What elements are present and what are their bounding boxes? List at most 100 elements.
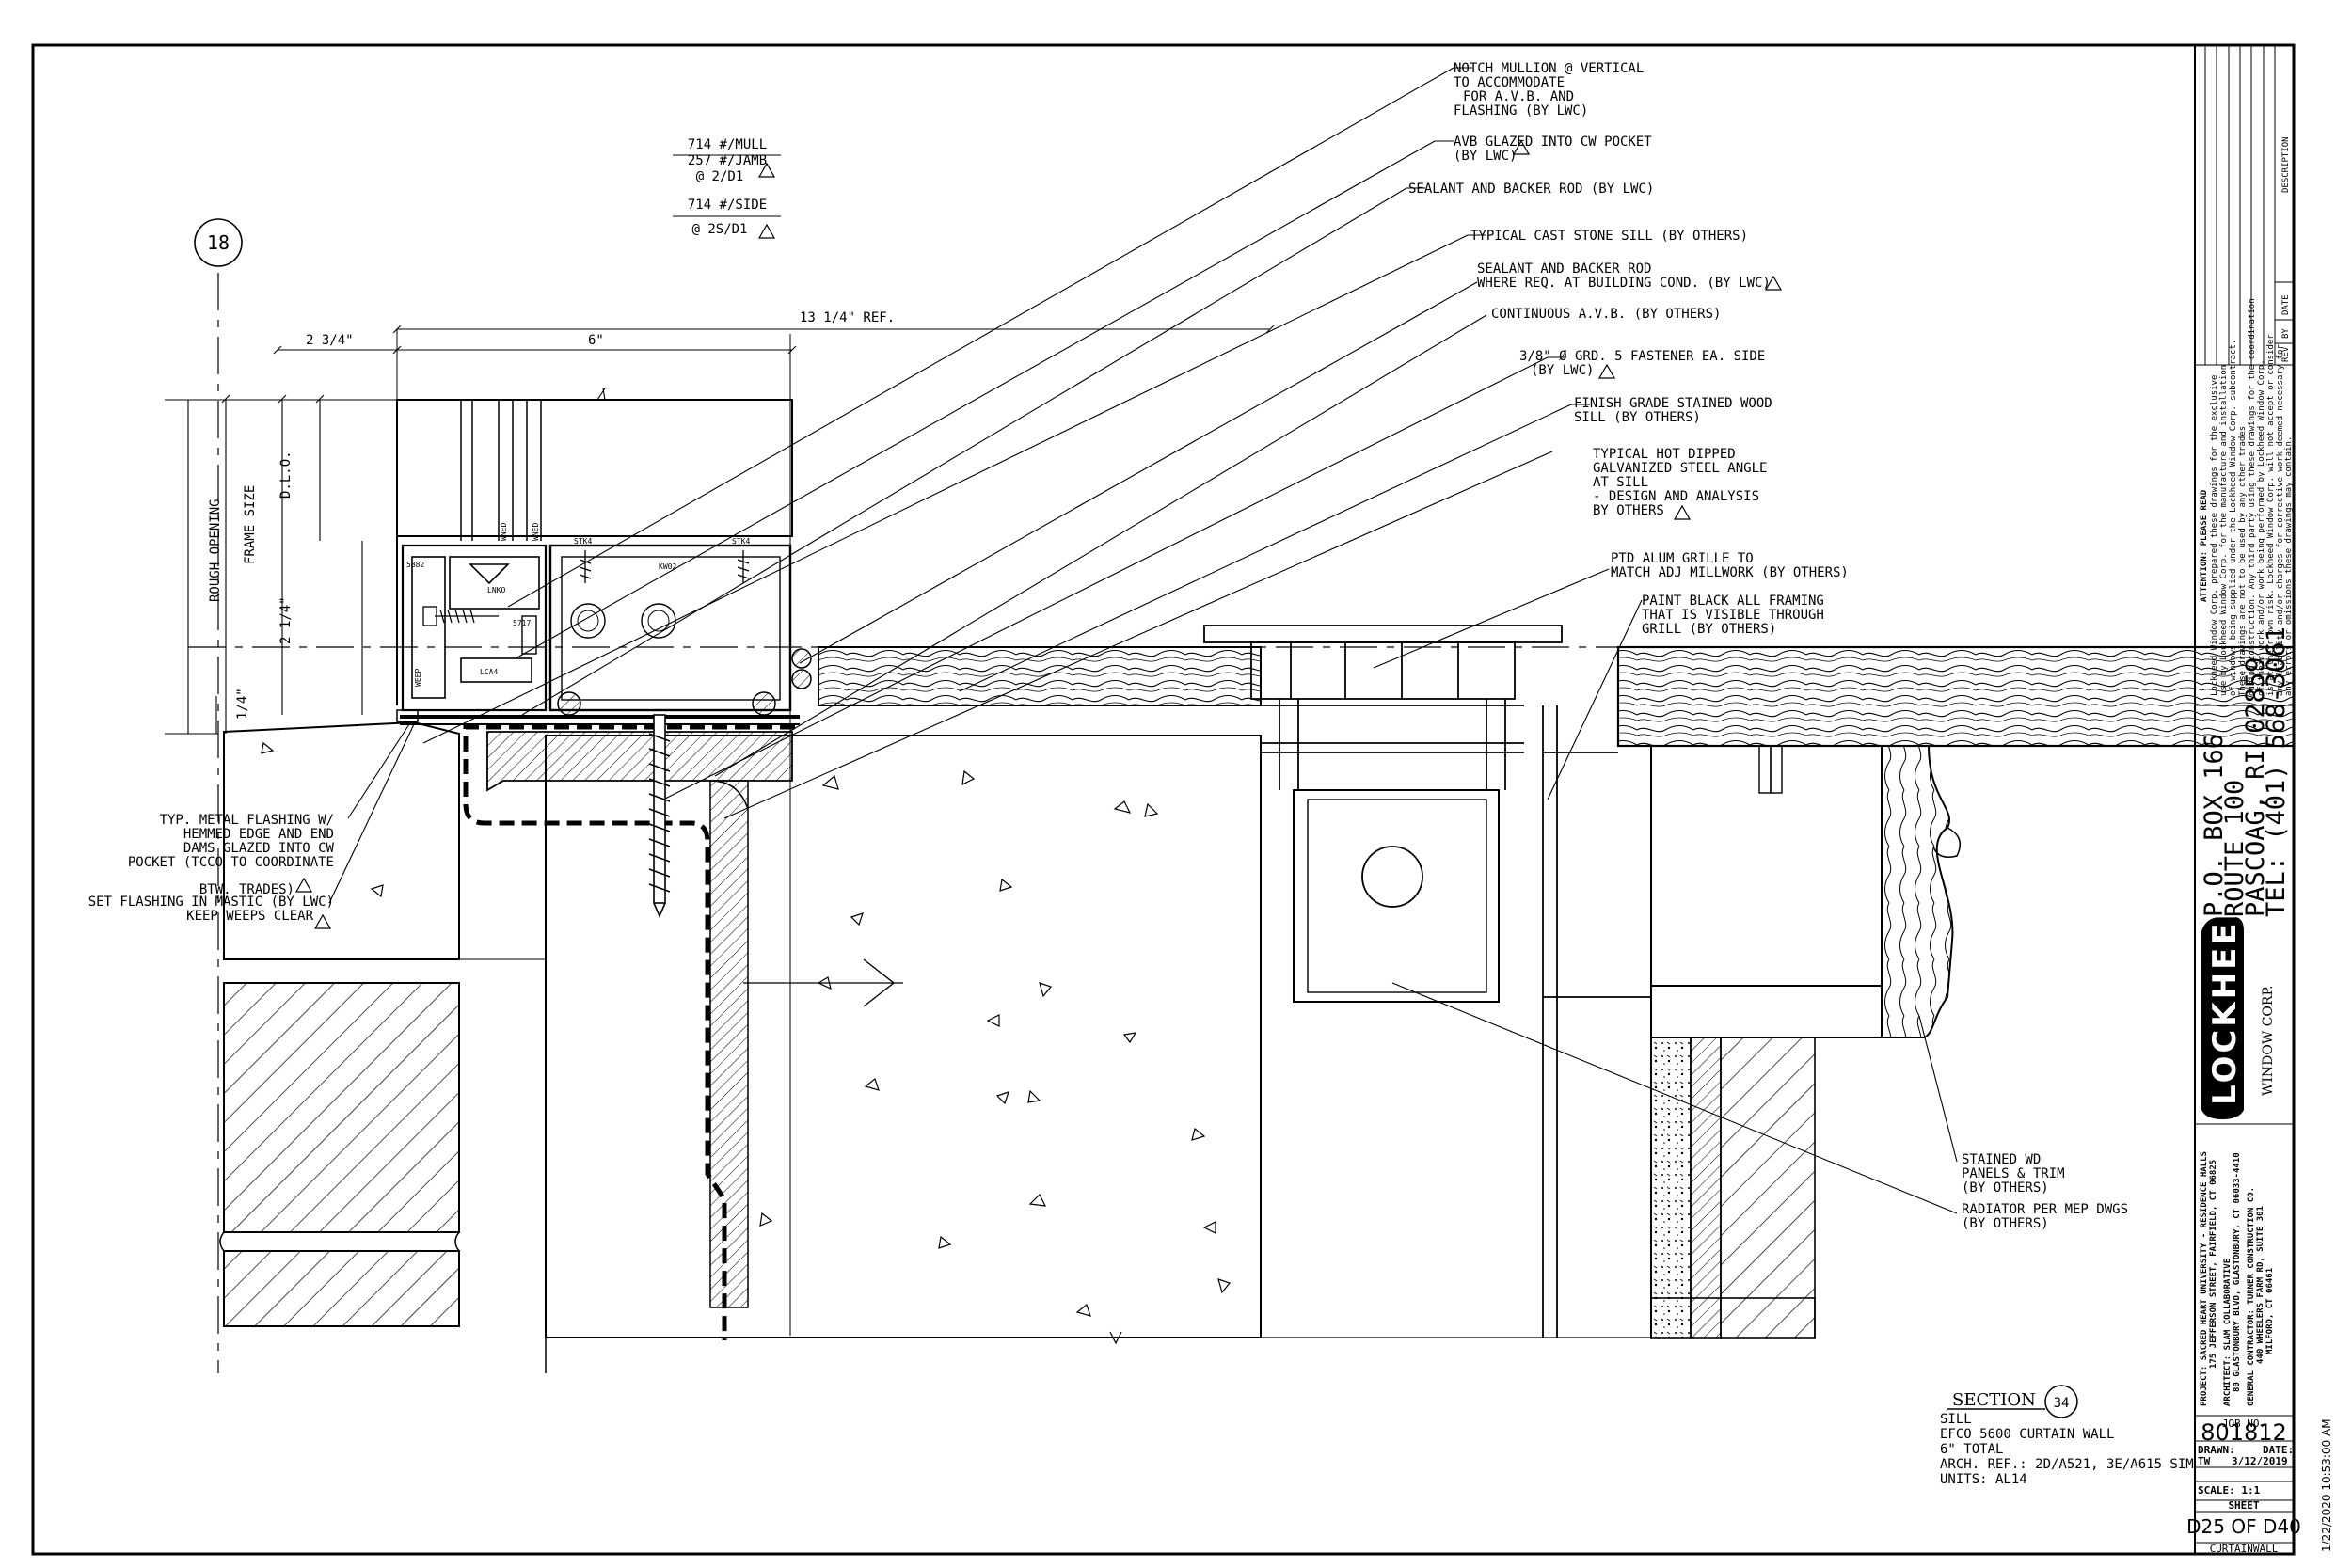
- note-avb-glazed: AVB GLAZED INTO CW POCKET (BY LWC): [1454, 135, 1652, 164]
- title-block: REV BY DATE DESCRIPTION ATTENTION: PLEAS…: [2186, 44, 2301, 1555]
- part-lca4: LCA4: [480, 668, 498, 676]
- svg-text:STAINED WD: STAINED WD: [1962, 1152, 2041, 1167]
- section-drawing: [165, 67, 2296, 1418]
- dim-frame-size: FRAME SIZE: [243, 485, 258, 564]
- part-wned-2: WNED: [532, 523, 540, 541]
- svg-text:SILL (BY OTHERS): SILL (BY OTHERS): [1574, 410, 1701, 425]
- svg-text:GRILL (BY OTHERS): GRILL (BY OTHERS): [1642, 622, 1776, 637]
- svg-text:(BY OTHERS): (BY OTHERS): [1962, 1216, 2049, 1231]
- dim-vertical: 2 1/4": [278, 596, 294, 644]
- dim-rough-opening: ROUGH OPENING: [208, 499, 223, 602]
- svg-text:any errors or omissions these: any errors or omissions these drawings m…: [2284, 436, 2294, 696]
- dim-ref: 13 1/4" REF.: [800, 310, 895, 325]
- print-timestamp: 1/22/2020 10:53:00 AM: [2320, 1418, 2333, 1552]
- section-callout: SECTION 34 SILL EFCO 5600 CURTAIN WALL 6…: [1940, 1390, 2194, 1487]
- logo-text: LOCKHEED: [2206, 891, 2244, 1105]
- dimension-labels: 2 3/4" 6" 13 1/4" REF. ROUGH OPENING FRA…: [208, 310, 895, 720]
- svg-text:any liability and/or charges f: any liability and/or charges for correct…: [2276, 344, 2285, 696]
- drawing-date: 3/12/2019: [2232, 1455, 2288, 1467]
- note-sealant-backer: SEALANT AND BACKER ROD (BY LWC): [1408, 182, 1654, 197]
- part-lnko: LNKO: [487, 586, 505, 594]
- notes-left: TYP. METAL FLASHING W/ HEMMED EDGE AND E…: [88, 813, 335, 924]
- svg-text:TEL: (401) 568-3061: TEL: (401) 568-3061: [2262, 626, 2291, 917]
- svg-text:80 GLASTONBURY BLVD, GLASTONBU: 80 GLASTONBURY BLVD, GLASTONBURY, CT 060…: [2233, 1152, 2242, 1392]
- svg-text:SEALANT AND BACKER ROD: SEALANT AND BACKER ROD: [1477, 261, 1651, 277]
- svg-text:ARCHITECT: SLAM COLLABORATIVE: ARCHITECT: SLAM COLLABORATIVE: [2223, 1259, 2233, 1406]
- svg-text:PANELS & TRIM: PANELS & TRIM: [1962, 1166, 2065, 1181]
- svg-text:TYP. METAL FLASHING W/: TYP. METAL FLASHING W/: [160, 813, 334, 828]
- scale: SCALE: 1:1: [2198, 1484, 2261, 1497]
- section-line-5: UNITS: AL14: [1940, 1472, 2027, 1487]
- svg-text:3/8" Ø GRD. 5 FASTENER EA. SID: 3/8" Ø GRD. 5 FASTENER EA. SIDE: [1519, 349, 1765, 364]
- svg-text:AVB GLAZED INTO CW POCKET: AVB GLAZED INTO CW POCKET: [1454, 135, 1652, 150]
- part-kw02: KW02: [659, 562, 676, 571]
- svg-text:TO ACCOMMODATE: TO ACCOMMODATE: [1454, 75, 1565, 90]
- part-stk4-a: STK4: [574, 537, 592, 546]
- sheet-number: D25 OF D40: [2186, 1515, 2301, 1538]
- project-info: PROJECT: SACRED HEART UNIVERSITY - RESID…: [2200, 1151, 2275, 1406]
- note-continuous-avb: CONTINUOUS A.V.B. (BY OTHERS): [1491, 307, 1721, 322]
- svg-text:ROUTE 100: ROUTE 100: [2220, 780, 2249, 917]
- note-set-flashing: SET FLASHING IN MASTIC (BY LWC) KEEP WEE…: [88, 895, 334, 924]
- svg-text:RADIATOR PER MEP DWGS: RADIATOR PER MEP DWGS: [1962, 1202, 2128, 1217]
- svg-text:TYPICAL HOT DIPPED: TYPICAL HOT DIPPED: [1593, 447, 1736, 462]
- svg-text:(BY OTHERS): (BY OTHERS): [1962, 1180, 2049, 1196]
- note-wood-sill: FINISH GRADE STAINED WOOD SILL (BY OTHER…: [1574, 396, 1772, 425]
- note-wood-panels: STAINED WD PANELS & TRIM (BY OTHERS): [1962, 1152, 2065, 1196]
- svg-text:FOR A.V.B. AND: FOR A.V.B. AND: [1463, 89, 1574, 104]
- svg-text:DAMS GLAZED INTO CW: DAMS GLAZED INTO CW: [183, 841, 335, 856]
- svg-text:P.O. BOX 166: P.O. BOX 166: [2200, 734, 2229, 917]
- section-number: 34: [2054, 1396, 2070, 1411]
- load-line-3: @ 2/D1: [696, 169, 744, 184]
- disclaimer: ATTENTION: PLEASE READ Lockheed Window C…: [2200, 298, 2294, 696]
- svg-text:AT SILL: AT SILL: [1593, 475, 1648, 490]
- svg-text:THAT IS VISIBLE THROUGH: THAT IS VISIBLE THROUGH: [1642, 608, 1824, 623]
- svg-text:175 JEFFERSON STREET, FAIRFIEL: 175 JEFFERSON STREET, FAIRFIELD, CT 0682…: [2209, 1160, 2218, 1369]
- drawing-category: CURTAINWALL: [2210, 1543, 2279, 1555]
- svg-text:of their work and/or work bein: of their work and/or work being performe…: [2257, 359, 2266, 696]
- svg-text:PAINT BLACK ALL FRAMING: PAINT BLACK ALL FRAMING: [1642, 594, 1824, 609]
- load-line-2: 257 #/JAMB: [688, 153, 767, 168]
- note-fastener: 3/8" Ø GRD. 5 FASTENER EA. SIDE (BY LWC): [1519, 349, 1765, 378]
- grid-bubble-label: 18: [207, 231, 230, 254]
- sheet-label: SHEET: [2228, 1499, 2259, 1512]
- load-line-1: 714 #/MULL: [688, 137, 767, 152]
- load-notes: 714 #/MULL 257 #/JAMB @ 2/D1 714 #/SIDE …: [688, 137, 767, 237]
- dim-width-b: 6": [588, 333, 604, 348]
- svg-text:GENERAL CONTRACTOR: TURNER CON: GENERAL CONTRACTOR: TURNER CONSTRUCTION …: [2247, 1187, 2256, 1406]
- note-cast-stone: TYPICAL CAST STONE SILL (BY OTHERS): [1470, 229, 1748, 244]
- svg-text:(BY LWC): (BY LWC): [1454, 149, 1517, 164]
- svg-text:during construction. Any third: during construction. Any third party usi…: [2248, 298, 2257, 696]
- note-sealant-building: SEALANT AND BACKER ROD WHERE REQ. AT BUI…: [1477, 261, 1771, 291]
- rev-header-rev: REV: [2281, 346, 2291, 362]
- logo-subtext: WINDOW CORP.: [2261, 986, 2276, 1096]
- svg-text:NOTCH MULLION @ VERTICAL: NOTCH MULLION @ VERTICAL: [1454, 61, 1644, 76]
- section-line-3: 6" TOTAL: [1940, 1442, 2003, 1457]
- part-labels: 5882 LNKO LCA4 5717 KW02 STK4 STK4 WEEP …: [406, 523, 750, 687]
- svg-text:FLASHING (BY LWC): FLASHING (BY LWC): [1454, 103, 1588, 119]
- part-5717: 5717: [513, 619, 531, 627]
- rev-header-by: BY: [2281, 328, 2291, 339]
- svg-text:440 WHEELERS FARM RD, SUITE 30: 440 WHEELERS FARM RD, SUITE 301: [2256, 1206, 2265, 1364]
- svg-text:use by Lockheed Window Corp. f: use by Lockheed Window Corp. for the man…: [2219, 365, 2229, 696]
- svg-text:MATCH ADJ MILLWORK (BY OTHERS): MATCH ADJ MILLWORK (BY OTHERS): [1611, 565, 1849, 580]
- part-5882: 5882: [406, 561, 424, 569]
- note-alum-grille: PTD ALUM GRILLE TO MATCH ADJ MILLWORK (B…: [1611, 551, 1849, 580]
- svg-text:PTD ALUM GRILLE TO: PTD ALUM GRILLE TO: [1611, 551, 1754, 566]
- svg-text:of windows being supplied unde: of windows being supplied under the Lock…: [2229, 340, 2238, 696]
- part-weep: WEEP: [414, 669, 422, 687]
- rev-header-description: DESCRIPTION: [2281, 136, 2291, 193]
- company-address: P.O. BOX 166 ROUTE 100 PASCOAG, RI 02859…: [2200, 626, 2291, 917]
- svg-text:GALVANIZED STEEL ANGLE: GALVANIZED STEEL ANGLE: [1593, 461, 1767, 476]
- svg-text:Lockheed Window Corp. prepared: Lockheed Window Corp. prepared these dra…: [2210, 375, 2219, 696]
- dim-width-a: 2 3/4": [306, 333, 354, 348]
- load-line-5: @ 2S/D1: [691, 222, 747, 237]
- job-number: 801812: [2201, 1419, 2287, 1446]
- dim-dlo: D.L.O.: [278, 451, 294, 499]
- note-metal-flashing: TYP. METAL FLASHING W/ HEMMED EDGE AND E…: [128, 813, 335, 897]
- svg-text:BY OTHERS: BY OTHERS: [1593, 503, 1664, 518]
- svg-text:HEMMED EDGE AND END: HEMMED EDGE AND END: [183, 827, 334, 842]
- svg-text:SET FLASHING IN MASTIC (BY LWC: SET FLASHING IN MASTIC (BY LWC): [88, 895, 334, 910]
- svg-text:POCKET (TCCO TO COORDINATE: POCKET (TCCO TO COORDINATE: [128, 855, 334, 870]
